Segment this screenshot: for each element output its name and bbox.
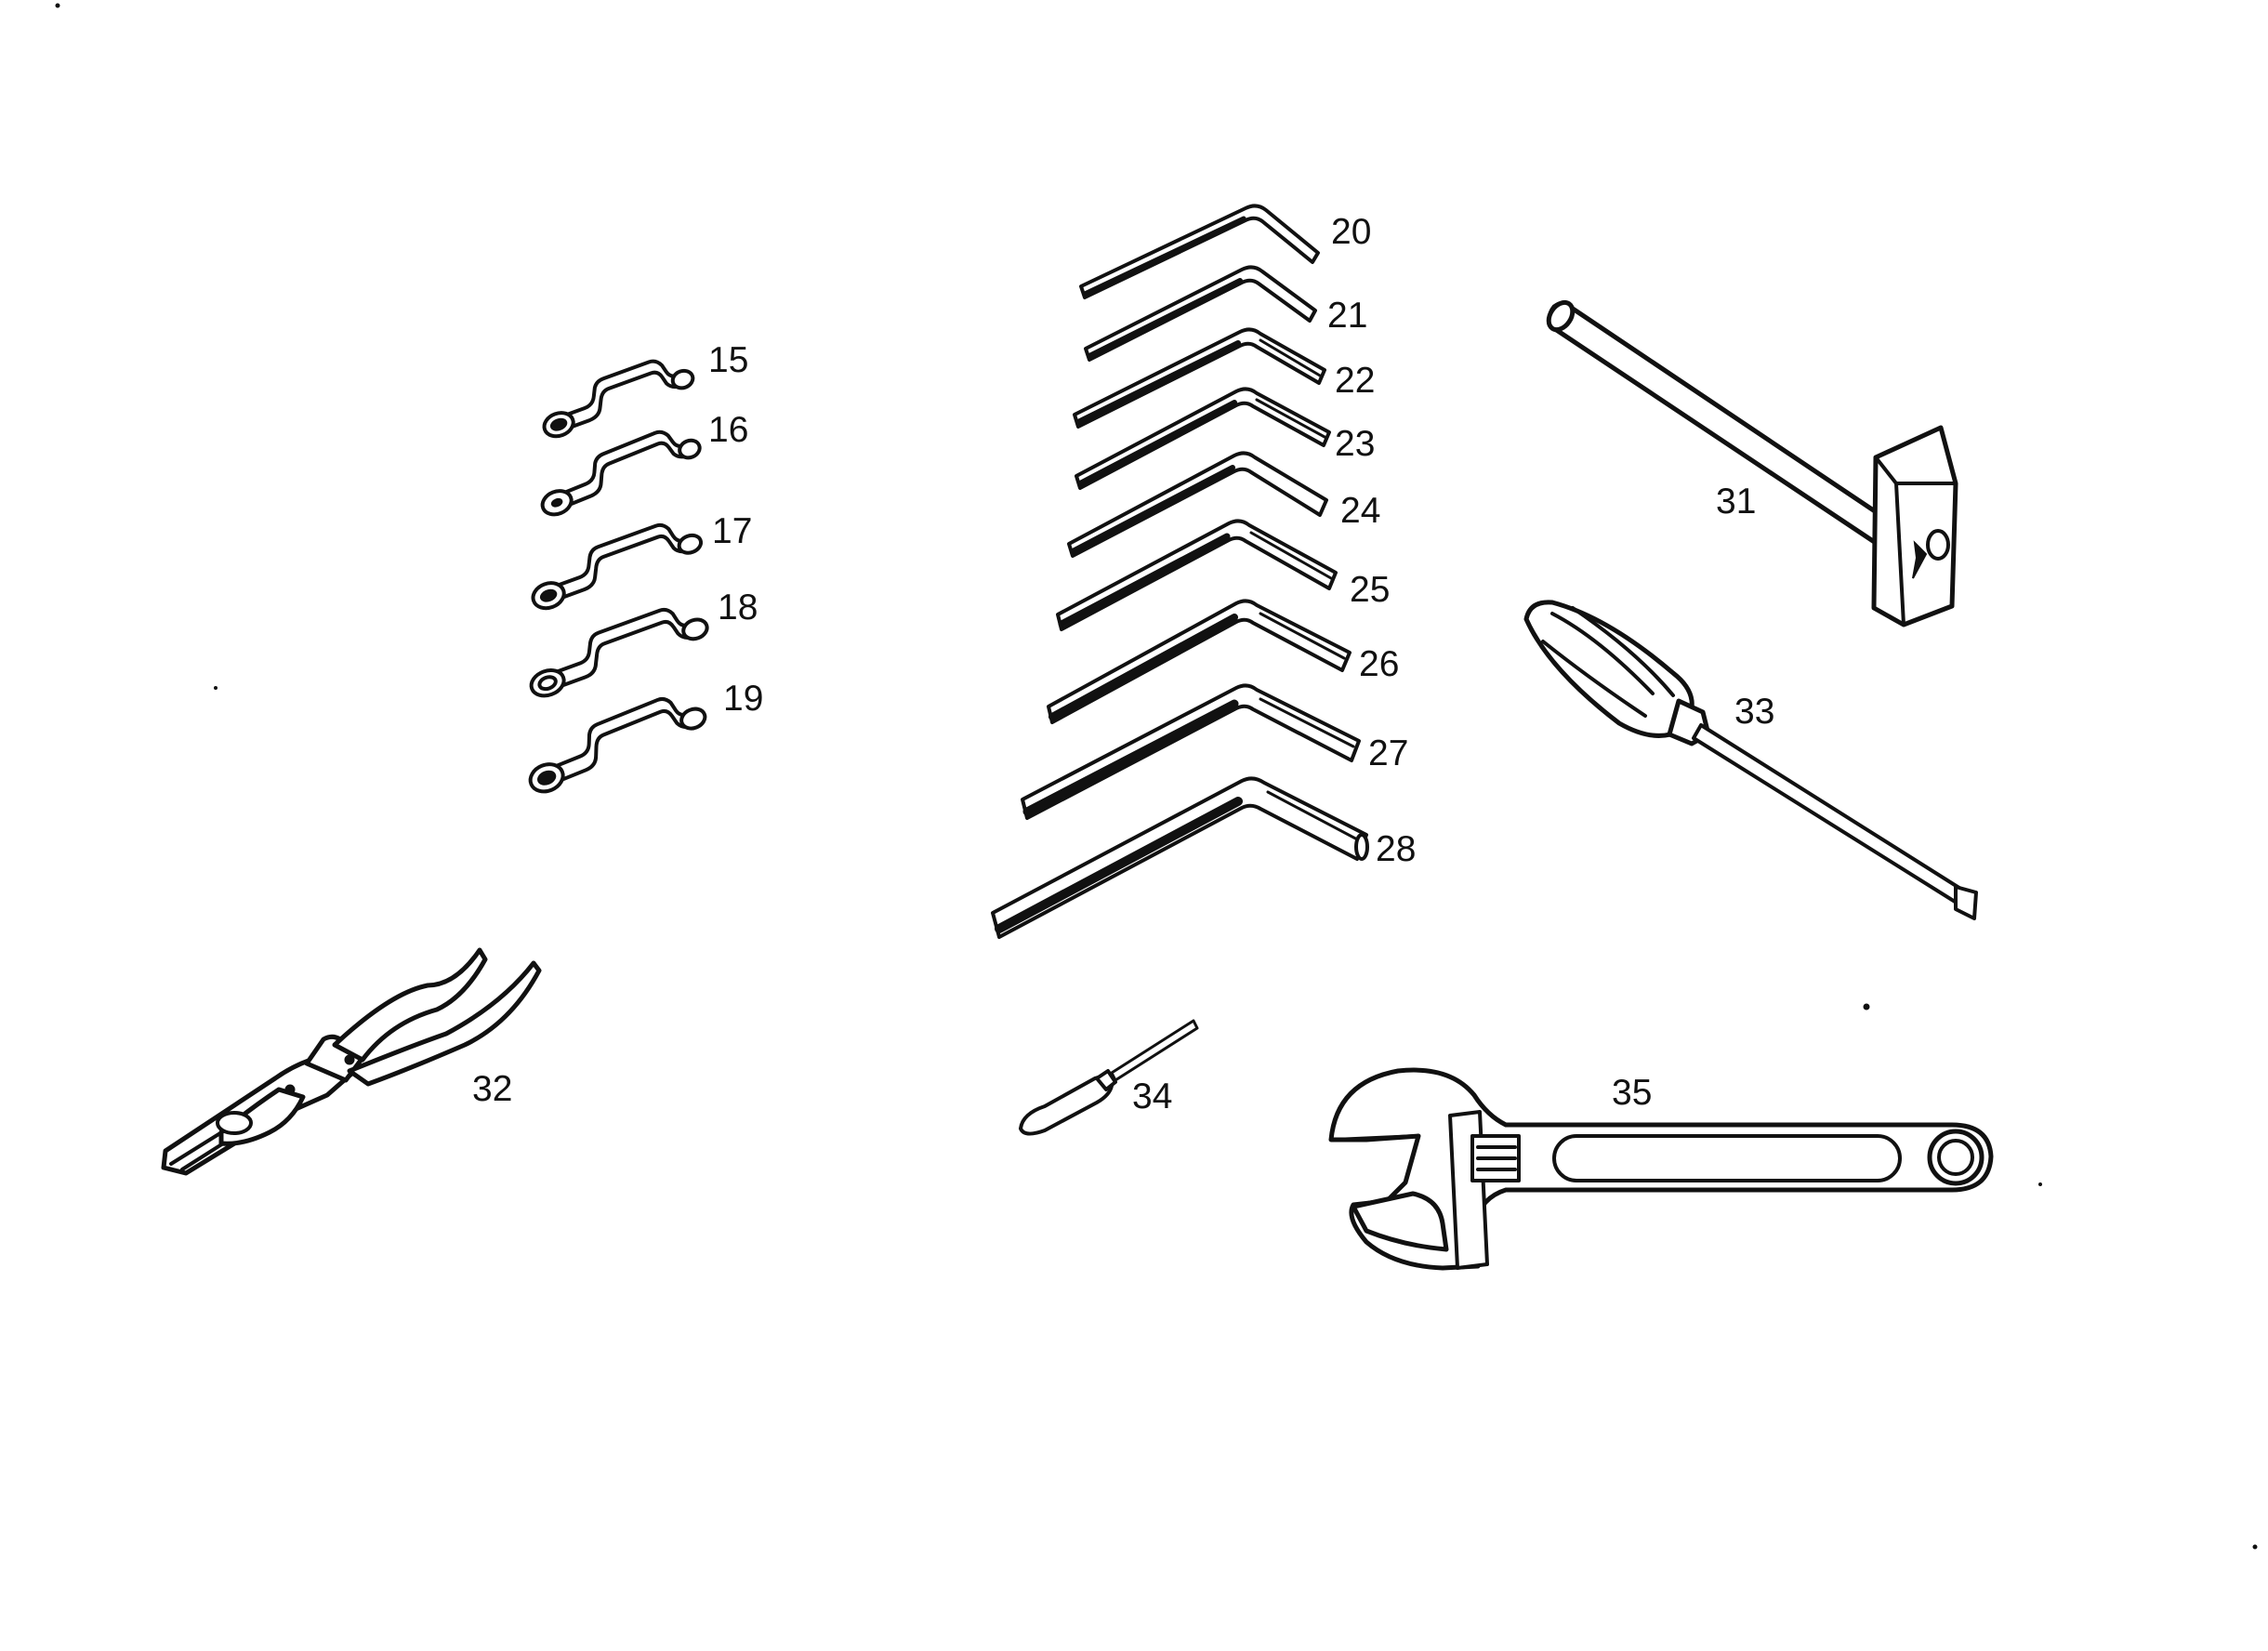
part-label-18: 18	[718, 588, 758, 627]
hex-key-27	[1021, 683, 1361, 820]
part-label-25: 25	[1350, 570, 1390, 610]
stray-specks	[55, 3, 2258, 1550]
part-label-24: 24	[1340, 491, 1380, 531]
hex-key-25	[1056, 519, 1338, 631]
adjustable-wrench	[1328, 1067, 1994, 1271]
part-label-34: 34	[1132, 1076, 1172, 1116]
ring-spanner-18	[529, 607, 709, 698]
ring-spanner-19	[528, 696, 707, 794]
ring-spanner-15	[542, 359, 695, 439]
ring-spanner-17	[531, 522, 704, 611]
part-label-22: 22	[1335, 361, 1375, 401]
hex-key-23	[1075, 387, 1331, 490]
part-label-21: 21	[1327, 296, 1367, 336]
part-label-26: 26	[1359, 644, 1399, 684]
part-label-15: 15	[708, 340, 748, 380]
hex-key-28	[991, 776, 1369, 939]
hex-key-21	[1084, 265, 1317, 362]
hex-key-20	[1079, 204, 1320, 299]
hex-key-22	[1073, 327, 1326, 429]
part-label-17: 17	[712, 511, 752, 551]
hex-key-24	[1067, 451, 1328, 558]
part-label-27: 27	[1368, 733, 1408, 773]
part-label-35: 35	[1612, 1073, 1652, 1113]
part-label-20: 20	[1331, 212, 1371, 252]
screwdriver-large	[1523, 600, 1978, 920]
hammer	[1546, 299, 1958, 627]
hex-key-26	[1047, 599, 1352, 724]
part-label-19: 19	[723, 679, 763, 719]
part-label-23: 23	[1335, 424, 1375, 464]
part-label-28: 28	[1376, 829, 1416, 869]
part-label-33: 33	[1734, 692, 1774, 732]
part-label-32: 32	[472, 1069, 512, 1109]
part-label-16: 16	[708, 410, 748, 450]
screwdriver-small	[1019, 1019, 1199, 1136]
ring-spanner-16	[540, 429, 702, 517]
pliers	[161, 947, 542, 1176]
part-label-31: 31	[1716, 482, 1756, 522]
